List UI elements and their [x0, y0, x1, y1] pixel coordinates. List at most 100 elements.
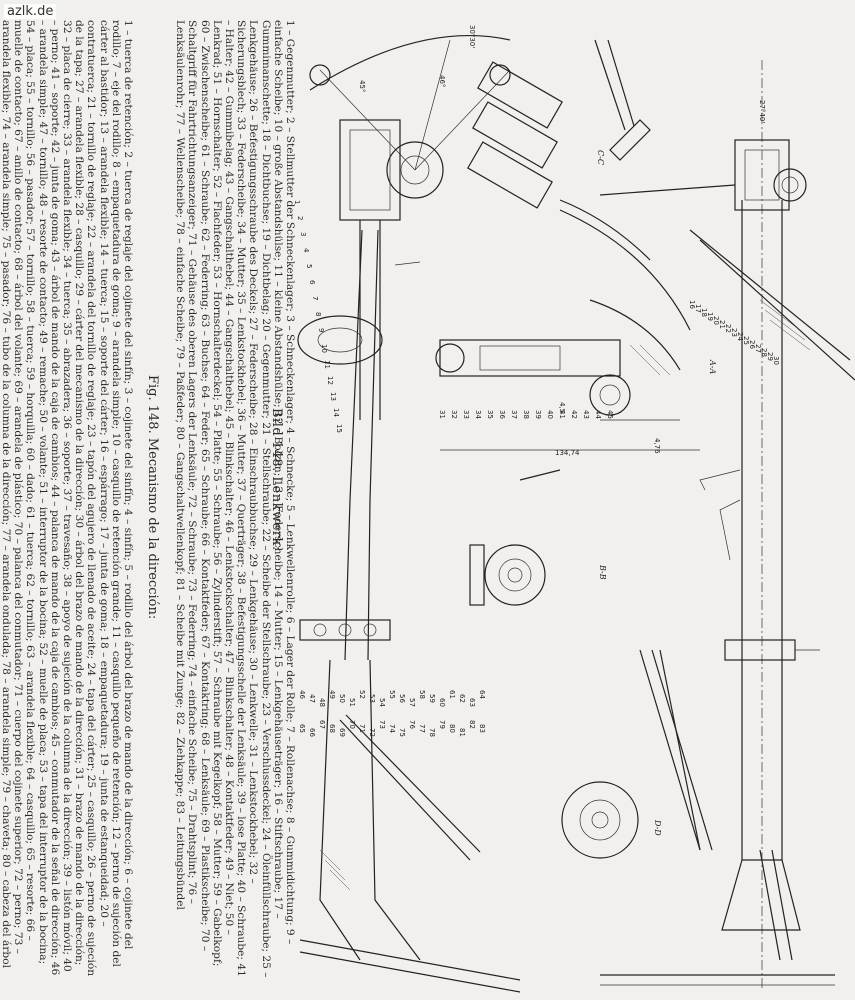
- part-number-6: 6: [308, 280, 316, 285]
- part-number-68: 68: [328, 724, 336, 733]
- part-number-3: 3: [299, 232, 307, 236]
- part-number-74: 74: [388, 724, 396, 733]
- part-number-1: 1: [293, 200, 301, 204]
- part-number-71: 71: [358, 724, 366, 733]
- part-number-59: 59: [428, 694, 436, 703]
- part-number-57: 57: [408, 698, 416, 707]
- part-number-10: 10: [320, 344, 328, 353]
- site-watermark: azlk.de: [4, 4, 57, 19]
- part-number-16: 16: [688, 300, 696, 309]
- section-label-dd: D-D: [653, 819, 662, 836]
- angle-label-c: 45°: [358, 80, 366, 92]
- part-number-83: 83: [478, 724, 486, 733]
- part-number-56: 56: [398, 694, 406, 703]
- part-number-70: 70: [348, 720, 356, 729]
- part-number-25: 25: [742, 336, 750, 345]
- german-figure-title: Bild 148. Lenkwerk:: [269, 408, 284, 551]
- part-number-35: 35: [486, 410, 494, 419]
- part-number-9: 9: [317, 328, 325, 332]
- section-label-bb: B-B: [598, 564, 607, 580]
- part-number-48: 48: [318, 698, 326, 707]
- part-number-46: 46: [298, 690, 306, 699]
- section-label-cc: C-C: [596, 150, 605, 165]
- part-number-62: 62: [458, 694, 466, 703]
- section-label-aa: A-A: [708, 359, 717, 374]
- part-number-64: 64: [478, 690, 486, 699]
- part-number-17: 17: [694, 304, 702, 313]
- angle-label-a: 27°40': [758, 100, 766, 123]
- part-number-73: 73: [378, 720, 386, 729]
- spanish-legend: 1 – tuerca de retención; 2 – tuerca de r…: [0, 20, 134, 980]
- dim-label-b: 134,74: [555, 449, 580, 457]
- part-number-65: 65: [298, 724, 306, 733]
- part-number-42: 42: [570, 410, 578, 419]
- part-number-12: 12: [326, 376, 334, 385]
- part-number-39: 39: [534, 410, 542, 419]
- part-number-32: 32: [450, 410, 458, 419]
- part-number-11: 11: [323, 360, 331, 369]
- part-number-34: 34: [474, 410, 482, 419]
- part-number-2: 2: [296, 216, 304, 220]
- part-number-69: 69: [338, 728, 346, 737]
- part-number-33: 33: [462, 410, 470, 419]
- angle-label-b: 30°30': [468, 25, 476, 48]
- part-number-36: 36: [498, 410, 506, 419]
- part-number-19: 19: [706, 312, 714, 321]
- dim-label-c: 4,5: [558, 402, 566, 413]
- part-number-47: 47: [308, 694, 316, 703]
- part-number-labels: 1234567891011121314151617181920212223242…: [293, 200, 780, 737]
- part-number-38: 38: [522, 410, 530, 419]
- part-number-22: 22: [724, 324, 732, 333]
- part-number-8: 8: [314, 312, 322, 316]
- part-number-44: 44: [594, 410, 602, 419]
- angle-label-d: 46°: [438, 75, 446, 87]
- part-number-50: 50: [338, 694, 346, 703]
- part-number-53: 53: [368, 694, 376, 703]
- part-number-13: 13: [329, 392, 337, 401]
- part-number-52: 52: [358, 690, 366, 699]
- part-number-4: 4: [302, 248, 310, 253]
- part-number-58: 58: [418, 690, 426, 699]
- part-number-26: 26: [748, 340, 756, 349]
- part-number-31: 31: [438, 410, 446, 419]
- part-number-23: 23: [730, 328, 738, 337]
- part-number-75: 75: [398, 728, 406, 737]
- part-number-29: 29: [766, 352, 774, 361]
- part-number-15: 15: [335, 424, 343, 433]
- part-number-18: 18: [700, 308, 708, 317]
- part-number-7: 7: [311, 296, 319, 300]
- part-number-43: 43: [582, 410, 590, 419]
- part-number-55: 55: [388, 690, 396, 699]
- part-number-49: 49: [328, 690, 336, 699]
- part-number-40: 40: [546, 410, 554, 419]
- part-number-79: 79: [438, 720, 446, 729]
- part-number-72: 72: [368, 728, 376, 737]
- part-number-54: 54: [378, 698, 386, 707]
- part-number-82: 82: [468, 720, 476, 729]
- part-number-76: 76: [408, 720, 416, 729]
- part-number-41: 41: [558, 410, 566, 419]
- part-number-60: 60: [438, 698, 446, 707]
- part-number-81: 81: [458, 728, 466, 737]
- part-number-77: 77: [418, 724, 426, 733]
- part-number-61: 61: [448, 690, 456, 699]
- part-number-67: 67: [318, 720, 326, 729]
- part-number-21: 21: [718, 320, 726, 329]
- part-number-30: 30: [772, 356, 780, 365]
- steering-box-detail: [297, 35, 651, 661]
- part-number-5: 5: [305, 264, 313, 268]
- part-number-24: 24: [736, 332, 744, 341]
- spanish-figure-title: Fig. 148. Mecanismo de la dirección:: [145, 375, 160, 620]
- steering-column-side-view: [559, 39, 855, 990]
- part-number-28: 28: [760, 348, 768, 357]
- part-number-51: 51: [348, 698, 356, 707]
- part-number-37: 37: [510, 410, 518, 419]
- part-number-45: 45: [606, 410, 614, 419]
- dim-label-a: 4,76: [653, 438, 661, 454]
- part-number-66: 66: [308, 728, 316, 737]
- part-number-14: 14: [332, 408, 340, 417]
- part-number-63: 63: [468, 698, 476, 707]
- section-aa: [435, 339, 700, 451]
